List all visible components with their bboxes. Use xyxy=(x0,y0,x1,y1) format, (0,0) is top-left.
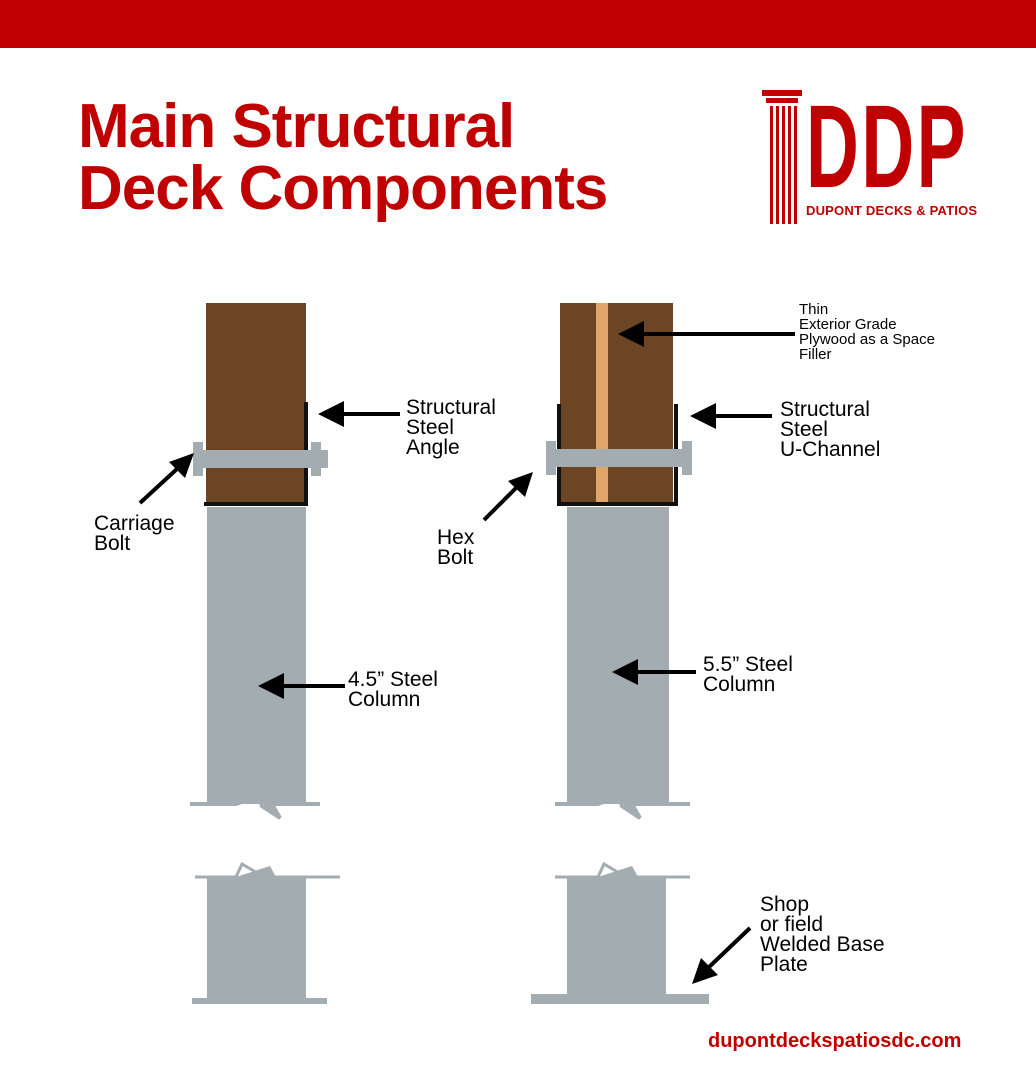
label-column-right: 5.5” Steel Column xyxy=(703,653,793,696)
label-carriage-bolt: Carriage Bolt xyxy=(94,512,175,555)
column-logo-icon xyxy=(762,90,802,224)
left-steel-angle xyxy=(204,402,308,506)
carriage-bolt-head xyxy=(193,442,203,476)
right-wood-post xyxy=(560,303,673,503)
logo-letters: DDP xyxy=(806,81,968,213)
arrow-column-left xyxy=(258,673,345,699)
label-u-channel: Structural Steel U-Channel xyxy=(780,398,881,461)
left-steel-column-upper xyxy=(207,507,306,804)
arrow-carriage-bolt xyxy=(138,453,194,505)
hex-bolt-nut xyxy=(682,441,692,475)
label-plywood: Thin Exterior Grade Plywood as a Space F… xyxy=(799,301,935,363)
right-column-break-bottom xyxy=(555,861,690,889)
arrow-column-right xyxy=(612,659,696,685)
hex-bolt-head xyxy=(546,441,556,475)
plywood-filler xyxy=(596,303,608,503)
left-base-plate xyxy=(192,998,327,1004)
title-line-1: Main Structural xyxy=(78,92,515,161)
hex-bolt-shaft xyxy=(552,449,692,467)
carriage-bolt-shaft xyxy=(198,450,328,468)
right-base-plate xyxy=(531,994,709,1004)
left-steel-column-lower xyxy=(207,866,306,1000)
left-wood-post xyxy=(206,303,306,504)
carriage-bolt-nut xyxy=(311,442,321,476)
right-break-notch-top xyxy=(598,796,640,818)
arrow-plywood xyxy=(618,321,795,347)
label-column-left: 4.5” Steel Column xyxy=(348,668,438,711)
label-base-plate: Shop or field Welded Base Plate xyxy=(760,893,885,976)
page-title: Main Structural Deck Components xyxy=(78,92,608,223)
left-break-notch-top xyxy=(236,796,280,818)
title-line-2: Deck Components xyxy=(78,154,608,223)
arrow-u-channel xyxy=(690,403,772,429)
arrow-base-plate xyxy=(692,926,752,984)
right-steel-column-lower xyxy=(567,866,666,994)
label-hex-bolt: Hex Bolt xyxy=(437,526,475,569)
top-banner xyxy=(0,0,1036,48)
logo-subtitle: DUPONT DECKS & PATIOS xyxy=(806,203,978,218)
arrow-hex-bolt xyxy=(482,472,533,522)
website-link[interactable]: dupontdeckspatiosdc.com xyxy=(708,1030,962,1052)
label-steel-angle: Structural Steel Angle xyxy=(406,396,496,459)
right-steel-column-upper xyxy=(567,507,669,804)
left-column-break-bottom xyxy=(195,861,340,889)
arrow-steel-angle xyxy=(318,401,400,427)
